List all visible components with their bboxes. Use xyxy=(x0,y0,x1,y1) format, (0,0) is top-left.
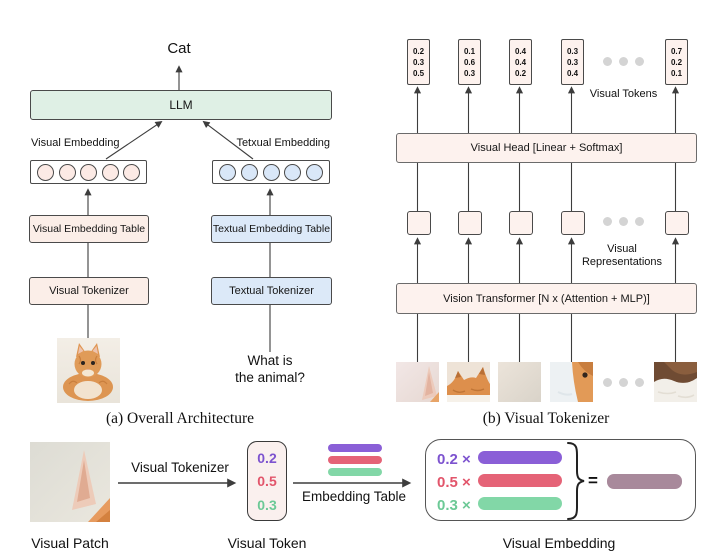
token-value: 0.1 xyxy=(463,46,476,56)
visual-representation-square xyxy=(406,211,431,235)
token-value: 0.3 xyxy=(412,57,425,67)
visual-head-box: Visual Head [Linear + Softmax] xyxy=(396,133,697,163)
result-embedding-bar xyxy=(607,474,682,489)
visual-patch-label: Visual Patch xyxy=(31,535,109,551)
caption-a: (a) Overall Architecture xyxy=(105,410,255,427)
embedding-bar-red xyxy=(328,456,382,464)
image-patch-face xyxy=(550,362,593,402)
textual-embedding-label: Tetxual Embedding xyxy=(236,137,330,149)
equals-sign: = xyxy=(588,471,598,490)
embedding-cell xyxy=(37,163,54,181)
visual-representations-line1: Visual xyxy=(607,243,637,255)
dot xyxy=(619,57,628,66)
token-value: 0.4 xyxy=(514,57,527,67)
image-patch-paw xyxy=(654,362,697,402)
coef-purple: 0.2 × xyxy=(437,451,471,468)
token-value: 0.3 xyxy=(463,68,476,78)
embedding-cell xyxy=(58,163,76,181)
dot xyxy=(619,378,628,387)
visual-representation-square xyxy=(457,211,482,235)
visual-token-vector: 0.2 0.3 0.5 xyxy=(407,39,430,85)
embedding-cell xyxy=(262,163,280,181)
token-value: 0.4 xyxy=(514,46,527,56)
equation-bar-green xyxy=(478,497,562,510)
token-value: 0.5 xyxy=(412,68,425,78)
visual-embedding-table-box: Visual Embedding Table xyxy=(29,215,149,243)
equation-bar-red xyxy=(478,474,562,487)
visual-representation-square xyxy=(664,211,689,235)
token-value: 0.4 xyxy=(566,68,579,78)
dot xyxy=(619,217,628,226)
cat-image xyxy=(57,338,120,403)
equation-bar-purple xyxy=(478,451,562,464)
ellipsis-dots xyxy=(603,217,644,226)
ellipsis-dots xyxy=(603,57,644,66)
visual-representations-label: Visual Representations xyxy=(566,243,678,269)
coef-red: 0.5 × xyxy=(437,474,471,491)
image-patch-head xyxy=(447,362,490,402)
token-value: 0.3 xyxy=(566,46,579,56)
token-value-green: 0.3 xyxy=(257,496,277,513)
curly-brace xyxy=(564,441,586,526)
visual-token-vector: 0.7 0.2 0.1 xyxy=(665,39,688,85)
embedding-cell xyxy=(219,163,236,181)
token-value-red: 0.5 xyxy=(257,473,277,489)
question-text: What is the animal? xyxy=(220,352,320,386)
visual-embedding-result-label: Visual Embedding xyxy=(502,535,616,551)
visual-token-column: 0.2 0.5 0.3 xyxy=(247,441,287,521)
dot xyxy=(635,57,644,66)
textual-tokenizer-box: Textual Tokenizer xyxy=(211,277,332,305)
dot xyxy=(603,217,612,226)
coef-green: 0.3 × xyxy=(437,497,471,514)
visual-tokens-label: Visual Tokens xyxy=(589,88,658,100)
visual-patch-image xyxy=(30,442,110,522)
visual-representations-line2: Representations xyxy=(581,256,663,268)
dot xyxy=(635,217,644,226)
vision-transformer-box: Vision Transformer [N x (Attention + MLP… xyxy=(396,283,697,314)
token-value: 0.2 xyxy=(412,46,425,56)
visual-token-vector: 0.1 0.6 0.3 xyxy=(458,39,481,85)
embedding-bar-purple xyxy=(328,444,382,452)
caption-b: (b) Visual Tokenizer xyxy=(482,410,610,427)
token-value: 0.7 xyxy=(670,46,683,56)
visual-representation-square xyxy=(560,211,585,235)
token-value: 0.3 xyxy=(566,57,579,67)
image-patch-ear xyxy=(396,362,439,402)
embedding-cell xyxy=(284,163,302,181)
dot xyxy=(603,378,612,387)
token-value: 0.6 xyxy=(463,57,476,67)
visual-token-label: Visual Token xyxy=(227,535,307,551)
visual-tokenizer-box: Visual Tokenizer xyxy=(29,277,149,305)
image-patch-plain xyxy=(498,362,541,402)
textual-embedding-table-box: Textual Embedding Table xyxy=(211,215,332,243)
ellipsis-dots xyxy=(603,378,644,387)
embedding-cell xyxy=(101,163,119,181)
visual-representation-square xyxy=(508,211,533,235)
embedding-cell xyxy=(240,163,258,181)
visual-tokenizer-arrow-label: Visual Tokenizer xyxy=(131,460,229,475)
visual-embedding-vector xyxy=(30,160,147,184)
embedding-cell xyxy=(80,163,97,181)
embedding-bar-green xyxy=(328,468,382,476)
embedding-cell xyxy=(306,163,323,181)
question-line2: the animal? xyxy=(235,370,305,385)
visual-token-vector: 0.4 0.4 0.2 xyxy=(509,39,532,85)
textual-embedding-vector xyxy=(212,160,330,184)
dot xyxy=(635,378,644,387)
visual-token-vector: 0.3 0.3 0.4 xyxy=(561,39,584,85)
dot xyxy=(603,57,612,66)
question-line1: What is xyxy=(247,353,293,368)
embedding-cell xyxy=(123,163,140,181)
token-value: 0.2 xyxy=(514,68,527,78)
token-value: 0.2 xyxy=(670,57,683,67)
visual-embedding-label: Visual Embedding xyxy=(31,137,120,149)
output-word-label: Cat xyxy=(167,40,191,57)
embedding-table-arrow-label: Embedding Table xyxy=(301,489,407,504)
token-value-purple: 0.2 xyxy=(257,449,277,466)
token-value: 0.1 xyxy=(670,68,683,78)
llm-box: LLM xyxy=(30,90,332,120)
